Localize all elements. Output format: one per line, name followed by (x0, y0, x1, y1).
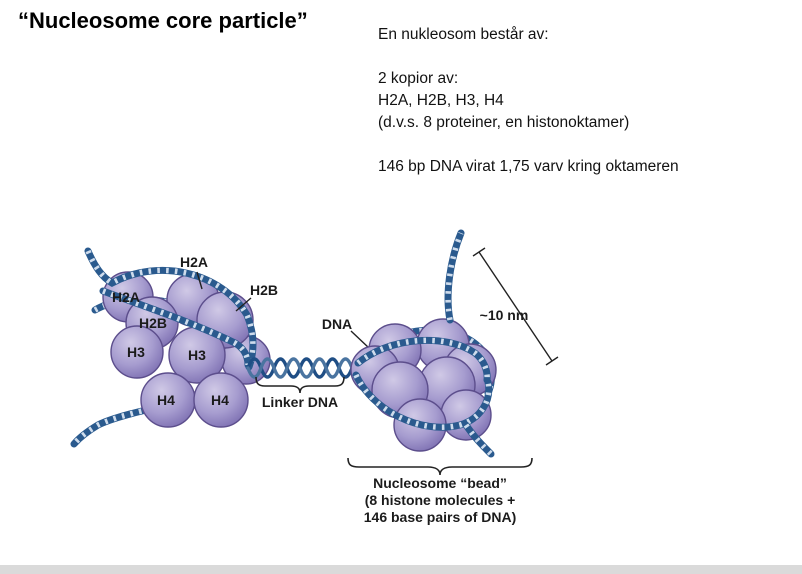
h2b-sphere-label: H2B (139, 315, 167, 331)
h2b-callout-label: H2B (250, 282, 278, 298)
linker-dna-label: Linker DNA (262, 394, 338, 410)
histone-octamer-left (102, 271, 271, 428)
spacer (378, 46, 679, 68)
h3-right-label: H3 (188, 347, 206, 363)
h4-right-label: H4 (211, 392, 229, 408)
scale-line (478, 251, 553, 362)
h3-left-label: H3 (127, 344, 145, 360)
histone-sphere-h4 (193, 372, 249, 428)
histone-sphere (440, 389, 492, 441)
nucleosome-diagram: H2A H2B H3 H3 H4 H4 H2A H2B DNA Linker D… (0, 225, 559, 525)
info-line-5: 146 bp DNA virat 1,75 varv kring oktamer… (378, 158, 679, 175)
linker-dna-helix (246, 357, 354, 379)
h2a-callout-label: H2A (180, 254, 208, 270)
scale-tick-top (472, 247, 486, 257)
h2a-sphere-label: H2A (112, 289, 140, 305)
info-line-4: (d.v.s. 8 proteiner, en histonoktamer) (378, 114, 630, 131)
h2b-callout-line (235, 297, 252, 312)
bottom-strip (0, 565, 802, 574)
bead-caption-line3: 146 base pairs of DNA) (364, 509, 517, 525)
dna-callout-line (350, 330, 370, 349)
bead-caption-line1: Nucleosome “bead” (373, 475, 507, 491)
dna-strand (246, 357, 354, 379)
scale-measure: ~10 nm (472, 247, 559, 366)
histone-sphere-h3 (110, 325, 164, 379)
bead-bracket (347, 457, 533, 476)
h4-left-label: H4 (157, 392, 175, 408)
dna-label: DNA (322, 316, 352, 332)
bead-caption-line2: (8 histone molecules + (365, 492, 516, 508)
linker-bracket (255, 376, 345, 394)
info-line-1: En nukleosom består av: (378, 26, 549, 43)
spacer (378, 134, 679, 156)
h2a-callout-line (196, 271, 203, 290)
info-text-block: En nukleosom består av: 2 kopior av: H2A… (378, 24, 679, 178)
page-title: “Nucleosome core particle” (18, 8, 308, 33)
info-line-2: 2 kopior av: (378, 70, 459, 87)
scale-tick-bottom (545, 356, 559, 366)
info-line-3: H2A, H2B, H3, H4 (378, 92, 504, 109)
scale-label: ~10 nm (480, 307, 529, 323)
